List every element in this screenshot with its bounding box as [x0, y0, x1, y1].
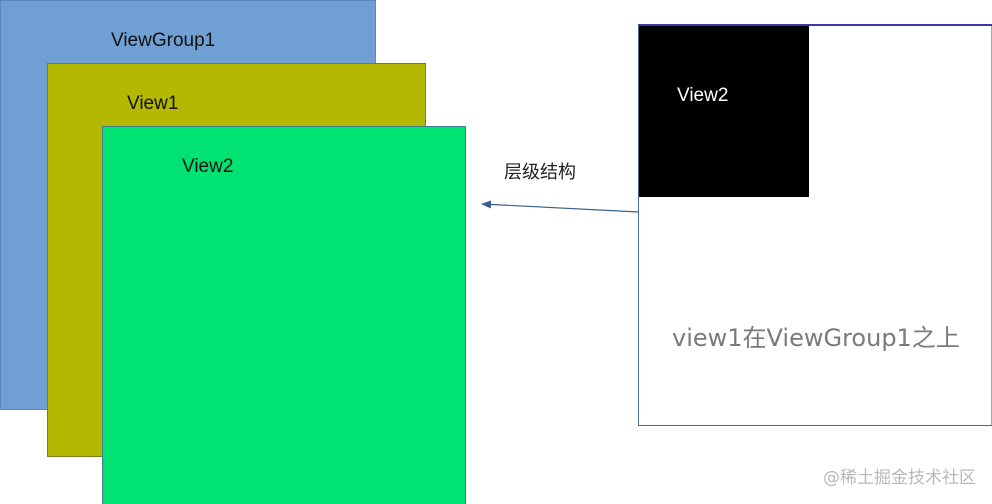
preview-caption: view1在ViewGroup1之上: [672, 324, 960, 352]
viewgroup1-label: ViewGroup1: [111, 30, 216, 51]
rendered-preview-frame: View2 view1在ViewGroup1之上: [638, 24, 992, 426]
preview-view2-label: View2: [677, 85, 729, 106]
preview-view2-box: View2: [639, 26, 809, 197]
view1-label: View1: [127, 93, 179, 114]
arrow-line: [481, 200, 639, 213]
view2-layer: View2: [102, 126, 466, 504]
watermark: @稀土掘金技术社区: [823, 468, 976, 488]
hierarchy-label: 层级结构: [504, 162, 576, 183]
view2-label: View2: [182, 156, 234, 177]
